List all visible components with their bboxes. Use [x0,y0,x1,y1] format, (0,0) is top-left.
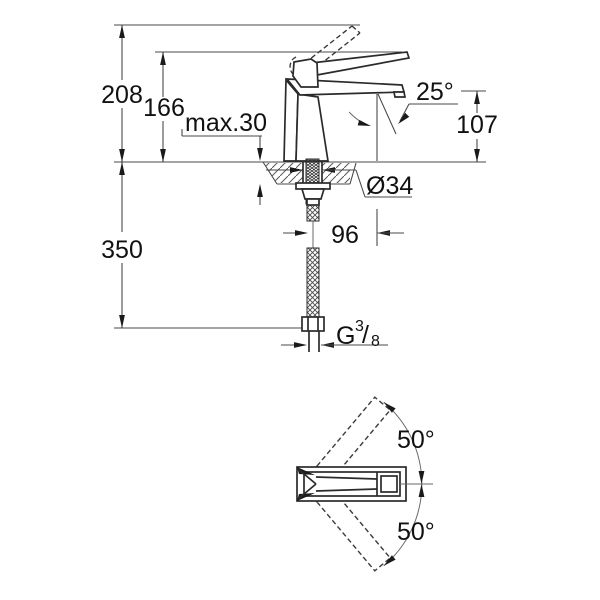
swing-angle-arc [383,401,423,567]
dimension-overall-height: 208 [101,25,143,162]
dimension-spout-reach: 96 [283,209,404,249]
arrowhead-icon [257,184,263,197]
arrowhead-icon [395,112,410,127]
dimension-thread-size: G 3 / 8 [281,318,388,350]
dimension-hose-length: 350 [101,162,143,328]
dim-label-350: 350 [101,236,143,264]
arrowhead-icon [294,342,307,348]
arrowhead-icon [257,148,263,161]
arrowhead-icon [474,149,480,162]
thread-label-G: G [336,322,355,350]
spray-direction-line [377,93,397,135]
dimension-handle-height: 166 [143,52,185,162]
dim-label-d34: Ø34 [366,172,413,200]
mounting-washer [295,182,331,190]
aerator-outlet [392,91,407,98]
arrowhead-icon [357,119,372,129]
spray-angle-detail: 25° [348,78,458,161]
arrowhead-icon [418,484,425,497]
lever-swung-down-outline [315,488,392,572]
dimension-spout-height: 107 [456,91,498,162]
handle-lever-blade [309,51,411,76]
arrowhead-icon [474,91,480,104]
flex-hose-lower [306,247,320,318]
dim-label-208: 208 [101,81,143,109]
dimension-max-deck-thickness: max.30 [181,109,267,205]
handle-pivot-block [292,58,319,88]
hose-connection-nut [301,316,325,332]
thread-label-numerator: 3 [355,318,364,335]
dim-label-max30: max.30 [185,109,267,137]
arrowhead-icon [119,25,125,38]
dim-label-166: 166 [143,94,185,122]
lever-swung-up-outline [315,396,392,480]
counter-hatch-left [263,163,303,183]
handle-top-view: 50° 50° [296,396,435,572]
flex-hose-upper [306,204,320,222]
dim-label-25deg: 25° [416,78,454,106]
counter-hatch-right [322,163,350,183]
counter-break-edge-right [349,162,357,185]
faucet-side-view [283,25,411,162]
lever-end-cap [380,475,398,493]
dim-label-107: 107 [456,111,498,139]
arrowhead-icon [119,162,125,175]
arrowhead-icon [119,315,125,328]
arrowhead-icon [160,52,166,65]
arrowhead-icon [160,149,166,162]
dimension-shank-diameter: Ø34 [266,167,413,200]
dim-label-50deg-up: 50° [397,426,435,454]
arrowhead-icon [119,149,125,162]
faucet-body-front-face [295,93,329,162]
counter-break-edge [262,161,278,185]
thread-label-denominator: 8 [371,333,380,350]
dim-label-50deg-down: 50° [397,518,435,546]
shank-step [306,198,320,206]
mounting-shank [295,158,331,206]
arrowhead-icon [295,230,308,236]
supply-hose [301,204,325,352]
arrowhead-icon [418,471,425,484]
mounting-nut [300,188,326,200]
thread-label-slash: / [362,321,369,349]
extension-lines [114,24,486,329]
dim-label-96: 96 [331,221,359,249]
